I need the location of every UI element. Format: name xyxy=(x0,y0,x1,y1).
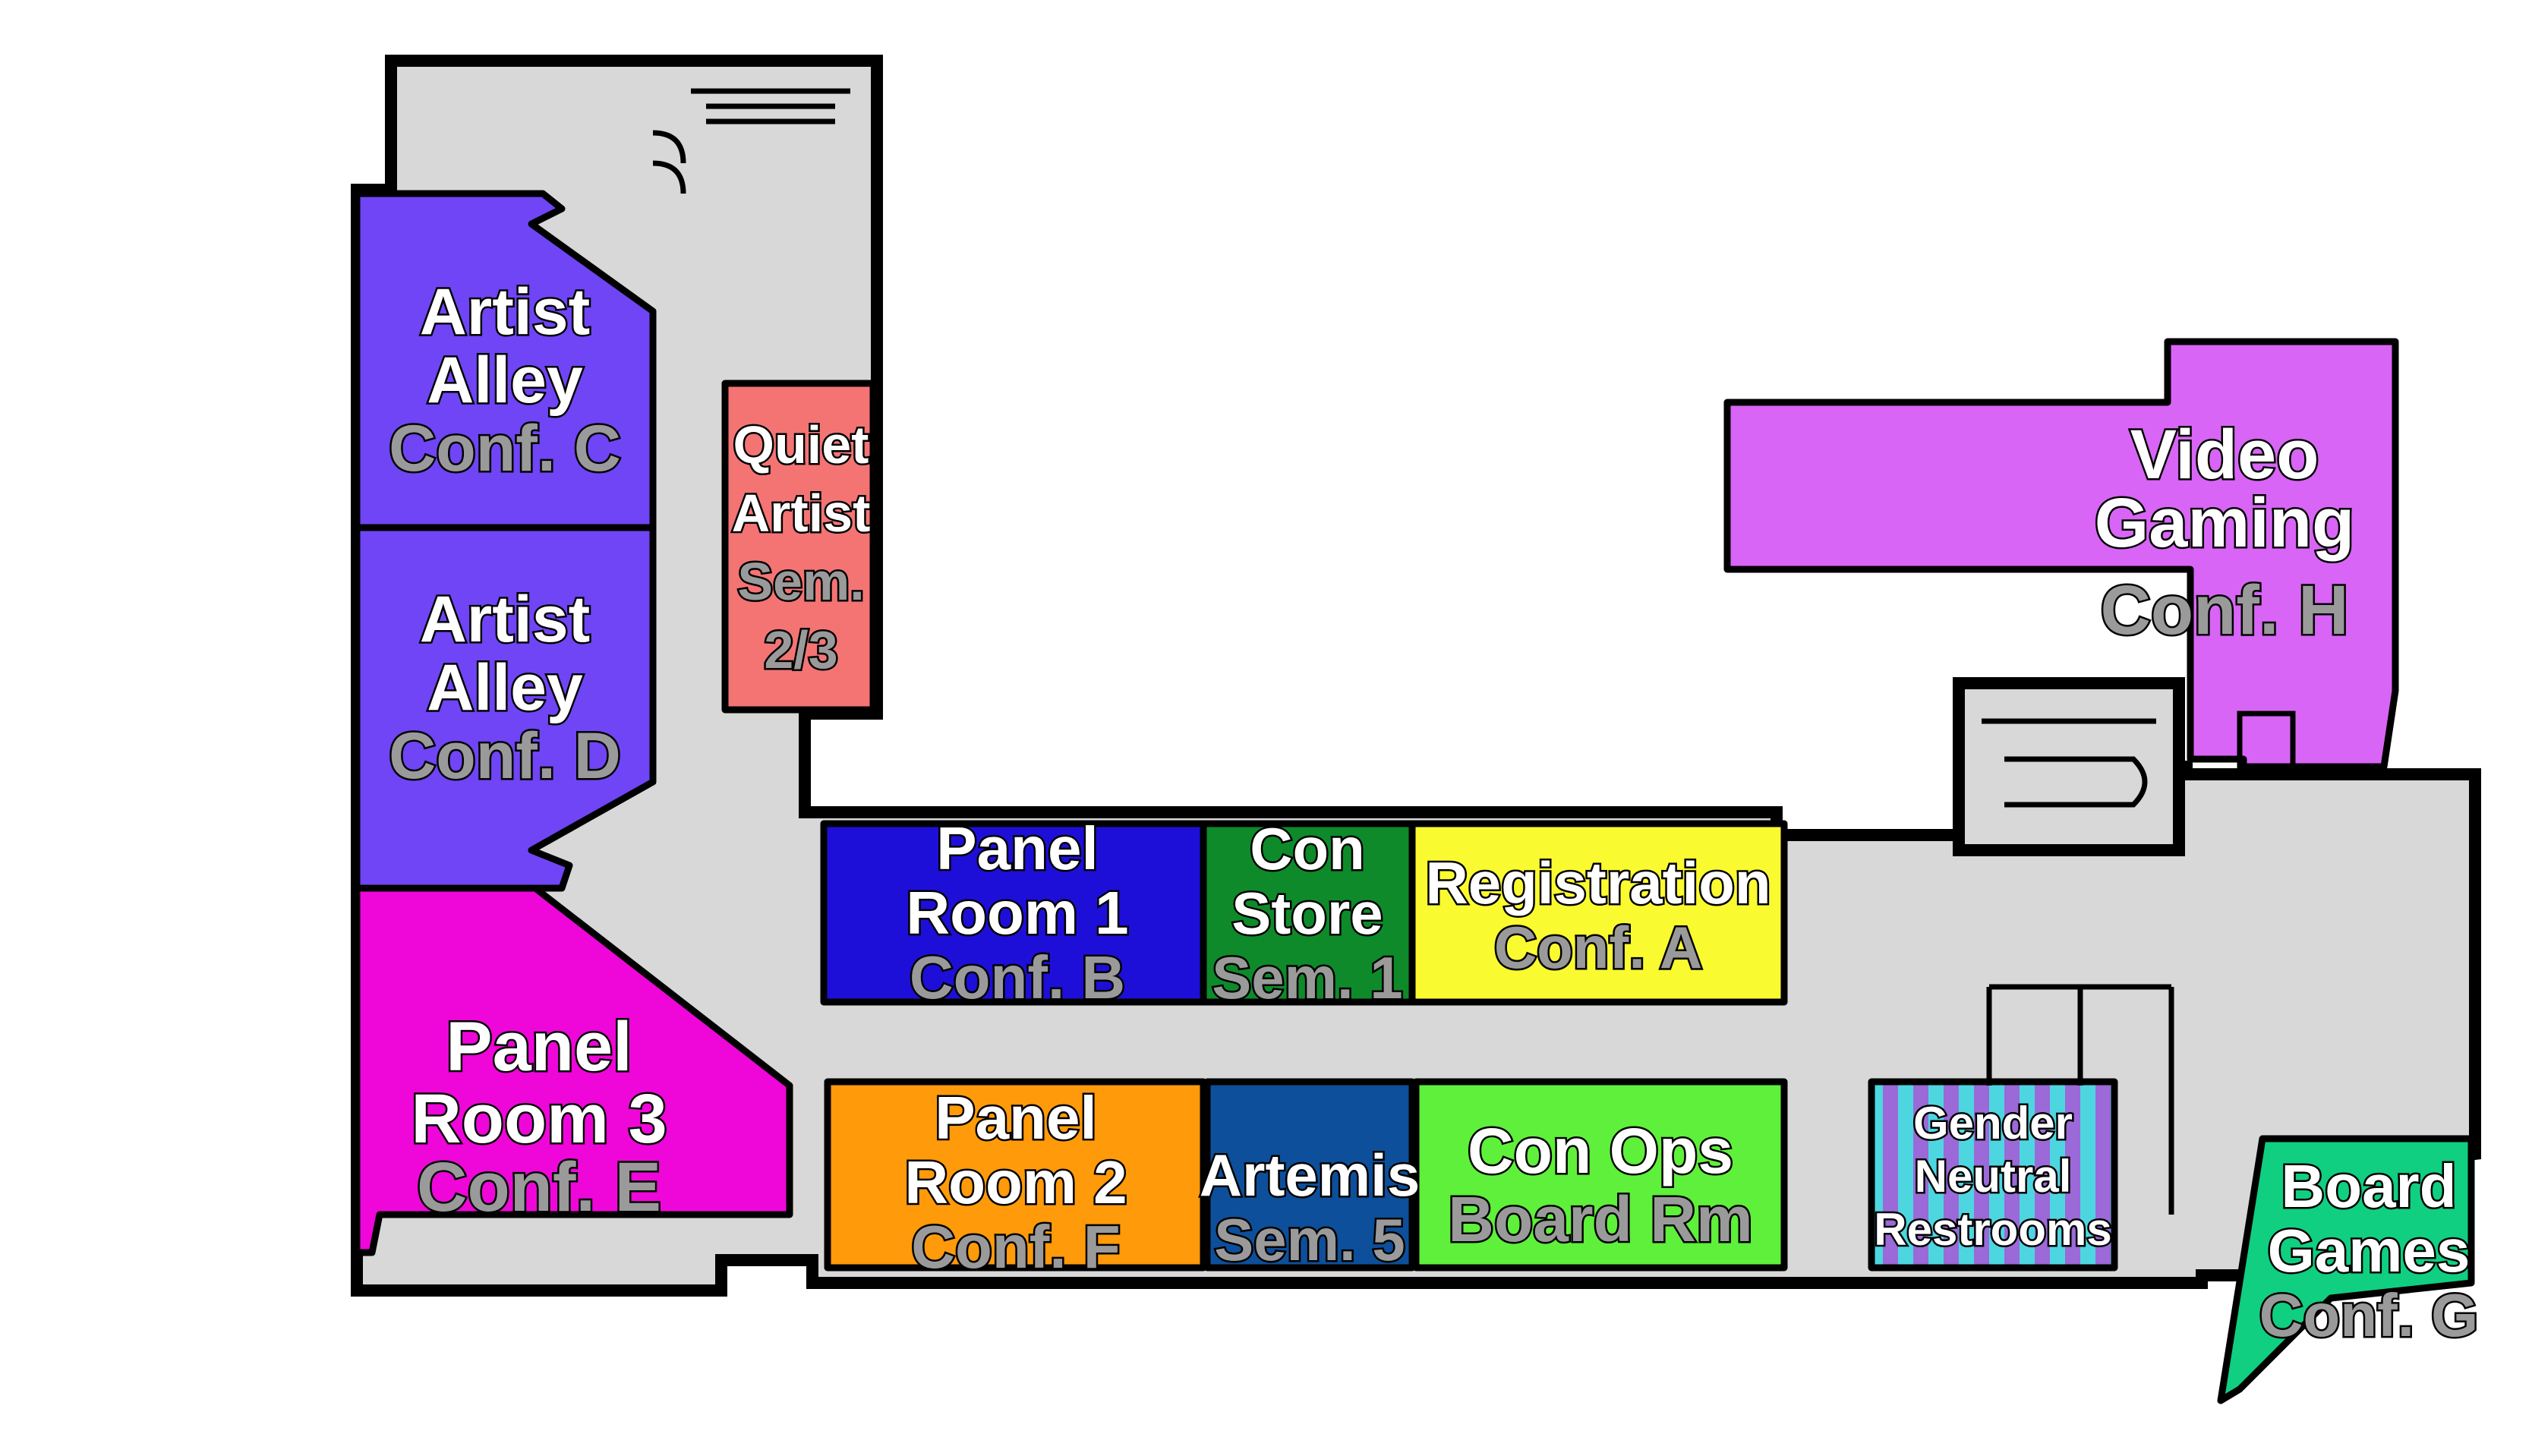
label-restrooms-line3: Restrooms xyxy=(1874,1204,2111,1255)
label-artist-alley-c-line1: Artist xyxy=(420,276,591,348)
label-con-store-sub: Sem. 1 xyxy=(1212,944,1402,1011)
label-artist-alley-d-line2: Alley xyxy=(427,651,583,724)
label-panel-room-2-line1: Panel xyxy=(935,1084,1096,1152)
label-board-games-sub: Conf. G xyxy=(2259,1281,2479,1349)
label-restrooms-line1: Gender xyxy=(1913,1098,2073,1149)
room-video-gaming-conf-h[interactable] xyxy=(1723,338,2399,771)
label-artemis-sub: Sem. 5 xyxy=(1214,1206,1405,1273)
label-registration-sub: Conf. A xyxy=(1494,914,1702,981)
label-quiet-artist-sub1: Sem. xyxy=(737,552,864,611)
label-panel-room-3-line1: Panel xyxy=(446,1008,632,1086)
label-video-gaming-line1: Video xyxy=(2130,416,2319,493)
label-restrooms-line2: Neutral xyxy=(1915,1151,2072,1202)
room-board-games-conf-g[interactable] xyxy=(2217,1135,2475,1404)
label-artist-alley-d-sub: Conf. D xyxy=(389,720,621,793)
label-con-ops-sub: Board Rm xyxy=(1448,1183,1752,1255)
room-panel-room-3-conf-e[interactable] xyxy=(353,884,793,1256)
label-artist-alley-c-sub: Conf. C xyxy=(389,412,621,485)
room-panel-room-2-conf-f[interactable] xyxy=(824,1078,1207,1272)
wall-details xyxy=(652,88,2296,1215)
room-labels: Artist Alley Conf. C Artist Alley Conf. … xyxy=(387,274,2480,1351)
label-con-store-line1: Con xyxy=(1250,815,1365,882)
label-quiet-artist-line2: Artist xyxy=(732,484,871,543)
room-gender-neutral-restrooms[interactable] xyxy=(1868,1078,2118,1272)
label-panel-room-1-line2: Room 1 xyxy=(906,879,1128,947)
label-artemis: Artemis xyxy=(1200,1142,1420,1209)
label-panel-room-2-line2: Room 2 xyxy=(904,1149,1127,1216)
label-artist-alley-c-line2: Alley xyxy=(427,344,583,417)
label-panel-room-3-sub: Conf. E xyxy=(417,1149,661,1226)
label-quiet-artist-line1: Quiet xyxy=(733,415,869,474)
room-quiet-artist-sem-2-3[interactable] xyxy=(721,380,877,714)
label-panel-room-3-line2: Room 3 xyxy=(411,1080,667,1158)
north-annex xyxy=(1953,677,2185,856)
rooms xyxy=(353,190,2475,1404)
label-quiet-artist-sub2: 2/3 xyxy=(764,620,837,679)
label-video-gaming-line2: Gaming xyxy=(2095,484,2354,562)
label-panel-room-1-sub: Conf. B xyxy=(910,944,1125,1011)
label-con-store-line2: Store xyxy=(1231,880,1383,947)
label-board-games-line2: Games xyxy=(2268,1217,2471,1284)
door-arc-icon xyxy=(652,130,686,194)
label-panel-room-1-line1: Panel xyxy=(936,815,1098,882)
room-con-ops-board-rm[interactable] xyxy=(1412,1078,1788,1272)
label-panel-room-2-sub: Conf. F xyxy=(911,1213,1120,1281)
room-artemis-sem-5[interactable] xyxy=(1203,1078,1416,1272)
label-registration: Registration xyxy=(1425,849,1771,916)
stairs-icon xyxy=(691,88,850,124)
label-artist-alley-d-line1: Artist xyxy=(420,583,591,656)
label-board-games-line1: Board xyxy=(2281,1152,2456,1220)
label-con-ops: Con Ops xyxy=(1468,1115,1733,1187)
label-video-gaming-sub: Conf. H xyxy=(2100,572,2348,649)
room-registration-conf-a[interactable] xyxy=(1408,820,1788,1006)
entry-door-icon xyxy=(2237,711,2296,770)
stair-annex-icon xyxy=(1982,718,2156,808)
restroom-partitions xyxy=(1986,984,2174,1215)
